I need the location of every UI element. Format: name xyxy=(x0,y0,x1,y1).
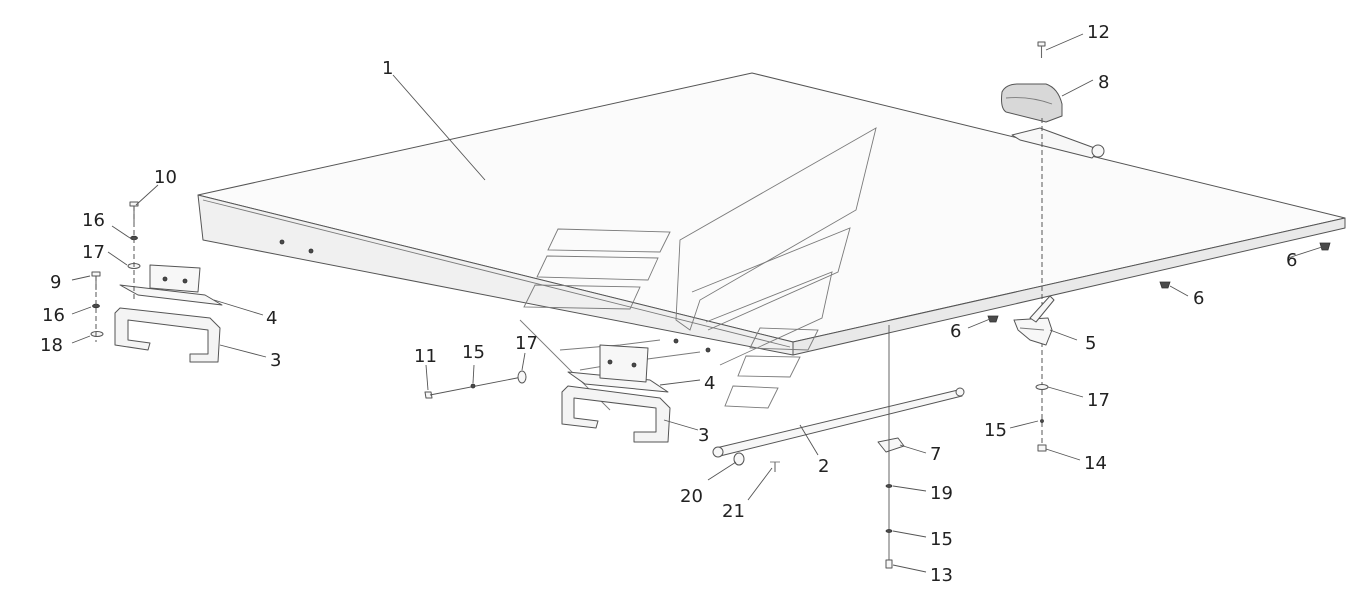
screw-12 xyxy=(1037,41,1046,58)
callout-11: 11 xyxy=(414,346,437,367)
callout-15-middle: 15 xyxy=(462,342,485,363)
callout-19: 19 xyxy=(930,483,953,504)
middle-fasteners xyxy=(424,370,527,399)
cover-panel xyxy=(197,72,1346,356)
callout-6-middle: 6 xyxy=(1193,288,1204,309)
latch-housing xyxy=(1001,83,1105,159)
callout-6-left: 6 xyxy=(950,321,961,342)
callout-10: 10 xyxy=(154,167,177,188)
chevron-decal xyxy=(519,127,877,411)
callout-9: 9 xyxy=(50,272,61,293)
callout-16-bottom: 16 xyxy=(42,305,65,326)
middle-hinge-assembly xyxy=(561,344,671,443)
latch xyxy=(1013,295,1055,346)
callout-8: 8 xyxy=(1098,72,1109,93)
callout-15-bottom: 15 xyxy=(930,529,953,550)
callout-17-middle: 17 xyxy=(515,333,538,354)
rod xyxy=(712,387,965,472)
callout-17-right: 17 xyxy=(1087,390,1110,411)
callout-5: 5 xyxy=(1085,333,1096,354)
callout-3-left: 3 xyxy=(270,350,281,371)
callout-7: 7 xyxy=(930,444,941,465)
callout-16-top: 16 xyxy=(82,210,105,231)
left-fasteners xyxy=(90,201,141,342)
left-hinge-assembly xyxy=(114,264,223,363)
callout-12: 12 xyxy=(1087,22,1110,43)
callout-4-middle: 4 xyxy=(704,373,715,394)
callout-21: 21 xyxy=(722,501,745,522)
callout-1: 1 xyxy=(382,58,393,79)
leader-lines xyxy=(71,33,1323,573)
callout-3-middle: 3 xyxy=(698,425,709,446)
callout-6-right: 6 xyxy=(1286,250,1297,271)
latch-fasteners xyxy=(1035,384,1049,452)
rubber-feet xyxy=(987,242,1331,323)
callout-17-left: 17 xyxy=(82,242,105,263)
callout-18: 18 xyxy=(40,335,63,356)
callout-14: 14 xyxy=(1084,453,1107,474)
center-fasteners xyxy=(885,484,893,569)
callout-15-right: 15 xyxy=(984,420,1007,441)
callout-20: 20 xyxy=(680,486,703,507)
callout-13: 13 xyxy=(930,565,953,586)
callout-2: 2 xyxy=(818,456,829,477)
callout-4-left: 4 xyxy=(266,308,277,329)
callout-labels: 1 2 3 3 4 4 5 6 6 6 7 8 9 10 11 12 13 14… xyxy=(40,22,1297,586)
